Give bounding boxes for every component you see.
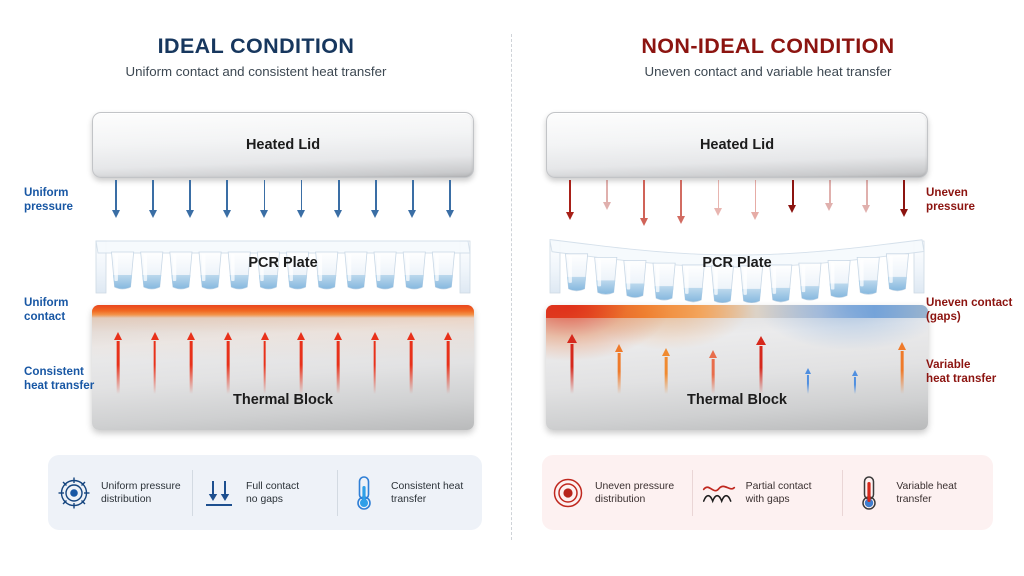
heat-transfer-arrow [407, 332, 416, 394]
side-label-uneven-pressure: Uneven pressure [926, 186, 975, 213]
heat-transfer-arrow [898, 342, 907, 394]
thermal-block-non-ideal: Thermal Block [546, 305, 928, 430]
heat-transfer-arrow [114, 332, 123, 394]
legend-ideal: Uniform pressure distribution [48, 455, 482, 530]
thermometer-icon [346, 473, 382, 513]
thermal-block-ideal: Thermal Block [92, 305, 474, 430]
heat-arrows-non-ideal [546, 319, 928, 394]
heat-transfer-arrow [224, 332, 233, 394]
legend-item-consistent-heat: Consistent heat transfer [337, 469, 482, 516]
heated-lid-label: Heated Lid [699, 137, 775, 153]
panel-divider [511, 34, 512, 540]
thermometer-icon [851, 473, 887, 513]
legend-text: Consistent heat transfer [391, 480, 464, 505]
legend-text: Full contact no gaps [246, 480, 300, 505]
heat-transfer-arrow [297, 332, 306, 394]
legend-item-full-contact: Full contact no gaps [192, 469, 337, 516]
pcr-plate-label: PCR Plate [248, 255, 318, 271]
heat-arrows-ideal [92, 319, 474, 394]
legend-item-uniform-pressure: Uniform pressure distribution [48, 470, 192, 516]
heat-transfer-arrow [662, 348, 671, 394]
heat-transfer-arrow [370, 332, 379, 394]
thermal-block-label: Thermal Block [687, 392, 787, 408]
heat-transfer-arrow [615, 344, 624, 394]
target-icon [56, 473, 92, 513]
pressure-arrows-ideal [92, 180, 474, 228]
heat-transfer-arrow [755, 336, 766, 394]
legend-text: Uniform pressure distribution [101, 480, 181, 505]
pressure-arrows-non-ideal [546, 180, 928, 228]
side-label-uniform-pressure: Uniform pressure [24, 186, 73, 213]
heat-transfer-arrow [187, 332, 196, 394]
thermal-block-label: Thermal Block [233, 392, 333, 408]
panel-ideal-condition: IDEAL CONDITION Uniform contact and cons… [24, 34, 482, 530]
heat-transfer-arrow [150, 332, 159, 394]
legend-text: Variable heat transfer [896, 480, 957, 505]
pcr-plate-label: PCR Plate [702, 255, 772, 271]
heated-lid-ideal: Heated Lid [92, 112, 474, 178]
heat-transfer-arrow [709, 350, 718, 394]
heated-lid-non-ideal: Heated Lid [546, 112, 928, 178]
panel-non-ideal-condition: NON-IDEAL CONDITION Uneven contact and v… [512, 0, 1024, 576]
heat-transfer-arrow [334, 332, 343, 394]
page-subtitle-non-ideal: Uneven contact and variable heat transfe… [644, 64, 892, 79]
side-label-variable-heat-transfer: Variable heat transfer [926, 358, 997, 385]
legend-item-partial-contact: Partial contact with gaps [691, 469, 843, 516]
heat-transfer-arrow [851, 370, 858, 394]
heat-transfer-arrow [804, 368, 811, 394]
legend-item-variable-heat: Variable heat transfer [842, 469, 993, 516]
page-title-ideal: IDEAL CONDITION [157, 34, 355, 58]
heat-transfer-arrow [260, 332, 269, 394]
side-label-uneven-contact: Uneven contact (gaps) [926, 296, 1013, 323]
legend-text: Uneven pressure distribution [595, 480, 675, 505]
heated-lid-label: Heated Lid [245, 137, 321, 153]
page-title-non-ideal: NON-IDEAL CONDITION [641, 34, 895, 58]
side-label-uniform-contact: Uniform contact [24, 296, 69, 323]
legend-non-ideal: Uneven pressure distribution Partial con… [542, 455, 993, 530]
wavy-lines-icon [701, 473, 737, 513]
side-label-consistent-heat-transfer: Consistent heat transfer [24, 365, 95, 392]
legend-text: Partial contact with gaps [745, 480, 812, 505]
legend-item-uneven-pressure: Uneven pressure distribution [542, 470, 692, 516]
hot-surface-layer [92, 305, 474, 318]
pcr-plate-ideal: PCR Plate [92, 237, 474, 303]
heat-transfer-arrow [567, 334, 577, 394]
heat-transfer-arrow [444, 332, 453, 394]
heat-gradient-field [546, 305, 928, 430]
pcr-plate-non-ideal: PCR Plate [546, 237, 928, 304]
double-down-arrow-icon [201, 473, 237, 513]
page-subtitle-ideal: Uniform contact and consistent heat tran… [125, 64, 387, 79]
concentric-circles-icon [550, 473, 586, 513]
